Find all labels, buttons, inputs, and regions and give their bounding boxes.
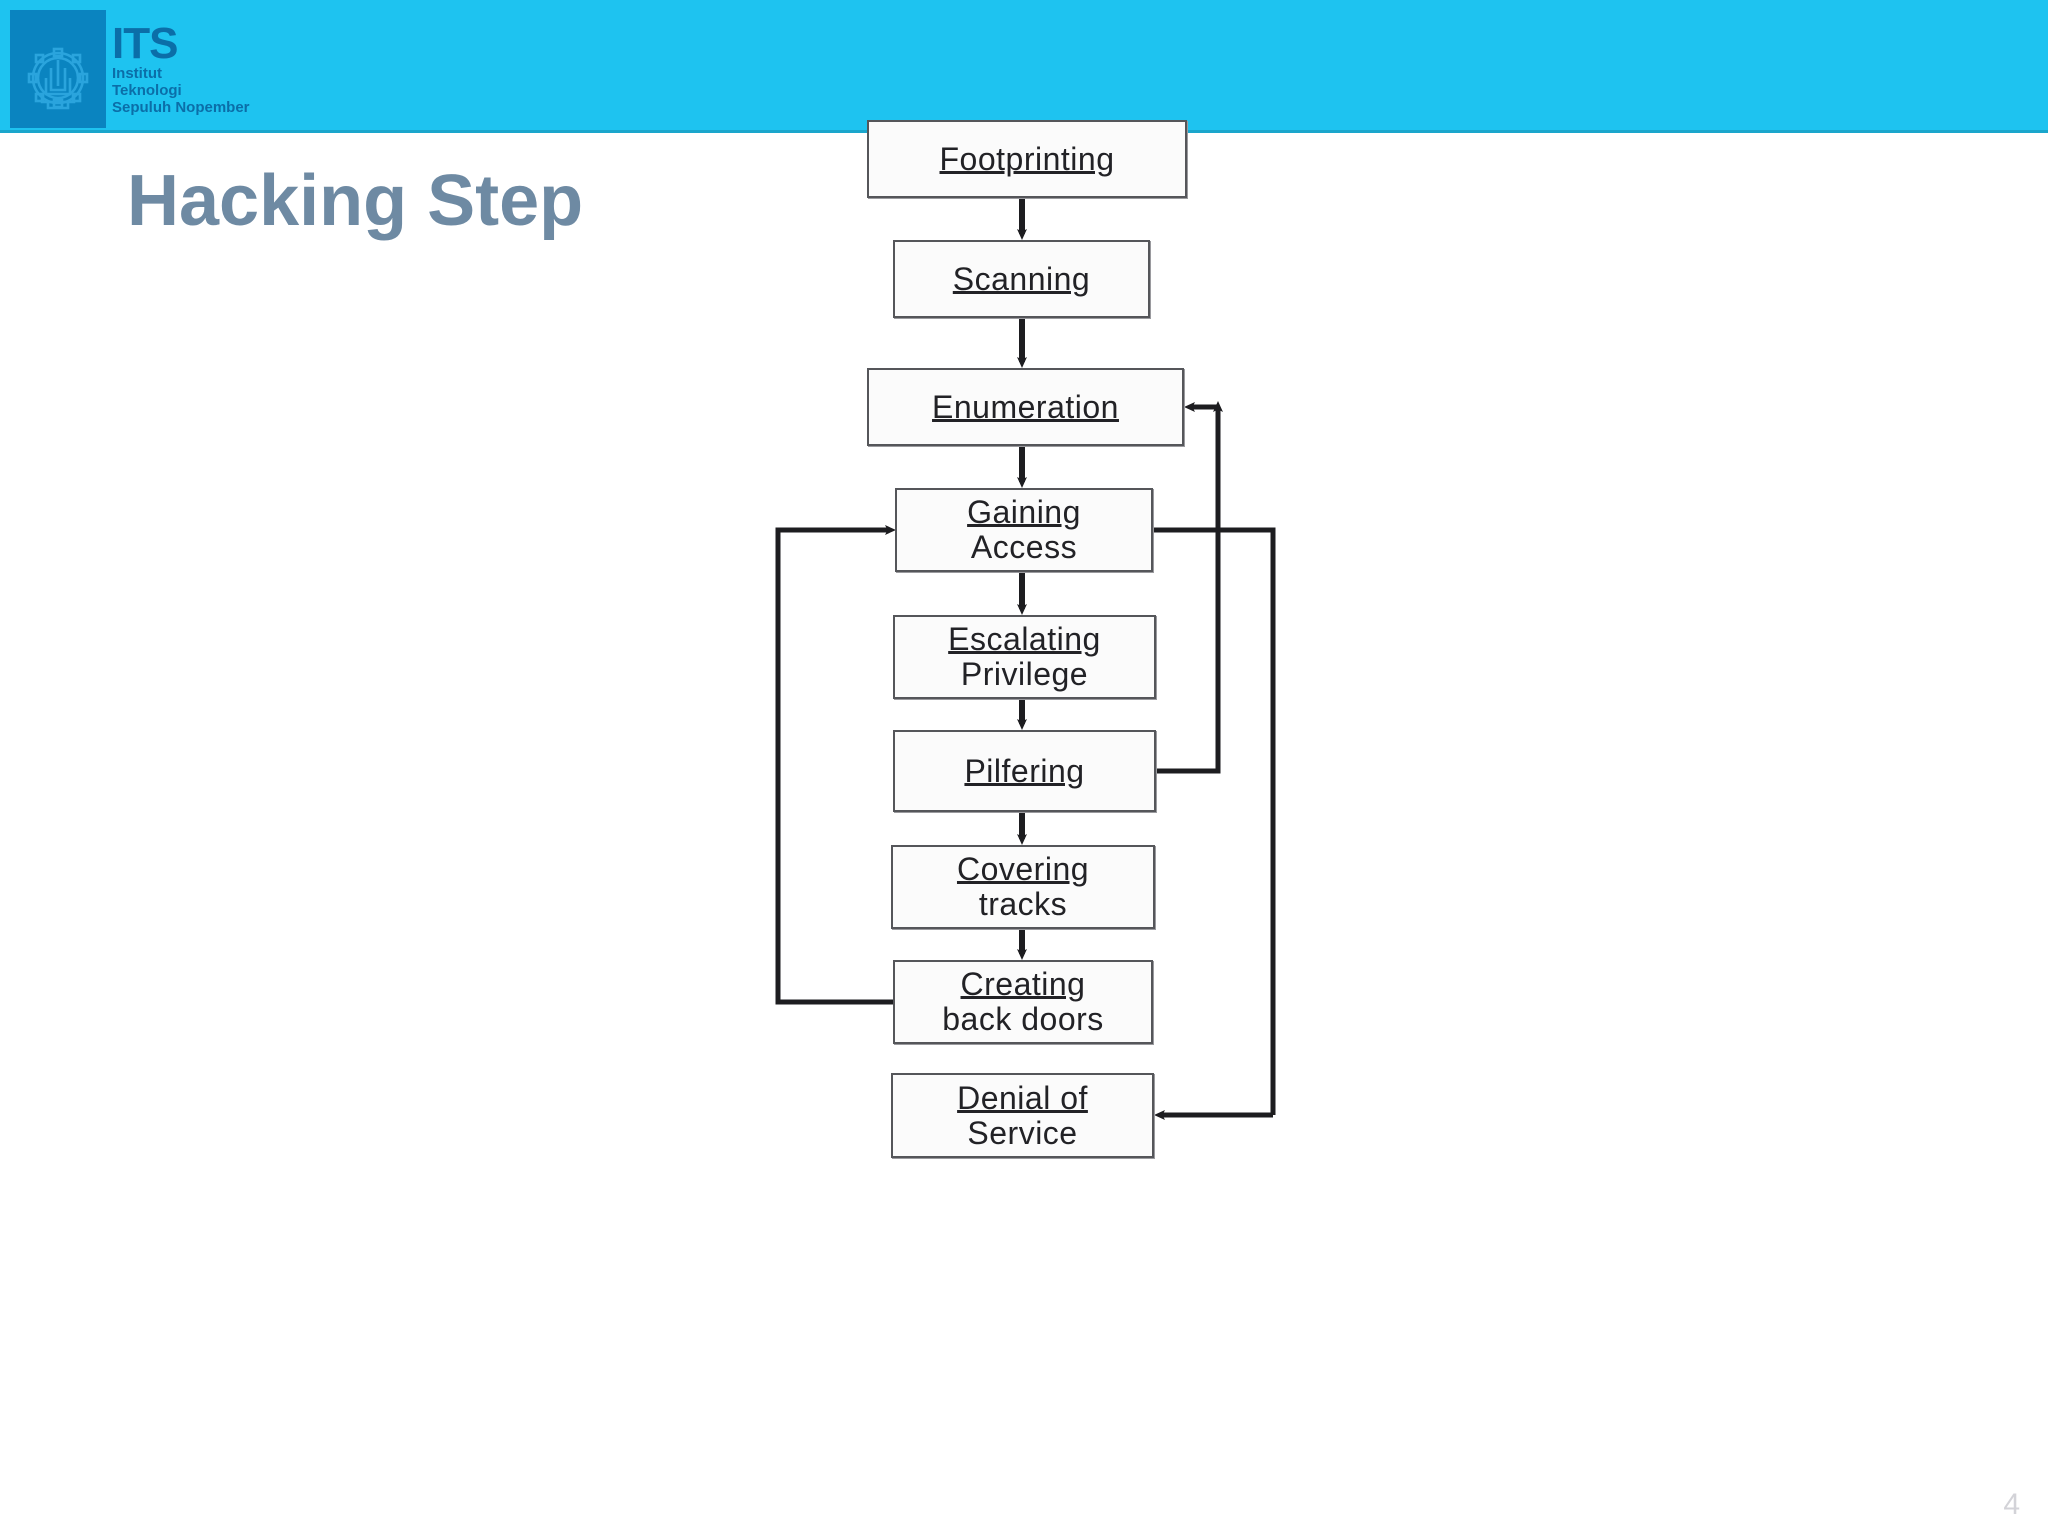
flow-node-denial-of-service[interactable]: Denial of Service xyxy=(891,1073,1154,1158)
flow-node-enumeration-label: Enumeration xyxy=(932,388,1119,425)
its-gear-emblem-icon xyxy=(27,47,89,110)
its-subtitle-line3: Sepuluh Nopember xyxy=(112,98,250,116)
flow-node-covering-tracks-label: Covering tracks xyxy=(956,851,1090,922)
flow-node-enumeration[interactable]: Enumeration xyxy=(867,368,1184,446)
flow-node-covering-tracks[interactable]: Covering tracks xyxy=(891,845,1155,929)
flow-node-scanning-label: Scanning xyxy=(952,260,1091,297)
flow-node-pilfering[interactable]: Pilfering xyxy=(893,730,1156,812)
its-subtitle-line1: Institut xyxy=(112,65,162,82)
its-subtitle-line2: Teknologi xyxy=(112,81,182,99)
flow-node-footprinting[interactable]: Footprinting xyxy=(867,120,1187,198)
flow-node-denial-of-service-label: Denial of Service xyxy=(957,1079,1088,1151)
flow-node-pilfering-label: Pilfering xyxy=(964,752,1085,789)
slide-header-bar: ITS Institut Teknologi Sepuluh Nopember xyxy=(0,0,2048,133)
flow-node-scanning[interactable]: Scanning xyxy=(893,240,1150,318)
flow-node-escalating-privilege[interactable]: Escalating Privilege xyxy=(893,615,1156,699)
hacking-step-flowchart: Footprinting Scanning Enumeration Gainin… xyxy=(740,110,1360,1170)
page-title: Hacking Step xyxy=(127,161,584,241)
flow-node-gaining-access[interactable]: Gaining Access xyxy=(895,488,1153,572)
flow-node-creating-back-doors-label: Creating back doors xyxy=(942,966,1104,1037)
flow-node-creating-back-doors[interactable]: Creating back doors xyxy=(893,960,1153,1044)
its-wordmark-text: ITS xyxy=(112,19,178,68)
logo-background-block xyxy=(10,10,106,128)
flow-node-gaining-access-label: Gaining Access xyxy=(967,494,1081,565)
flowchart-connectors xyxy=(775,198,1276,1120)
flow-node-escalating-privilege-label: Escalating Privilege xyxy=(948,621,1101,692)
flow-node-footprinting-label: Footprinting xyxy=(939,140,1115,177)
its-wordmark: ITS Institut Teknologi Sepuluh Nopember xyxy=(112,22,332,122)
slide-page-number: 4 xyxy=(2003,1488,2020,1521)
